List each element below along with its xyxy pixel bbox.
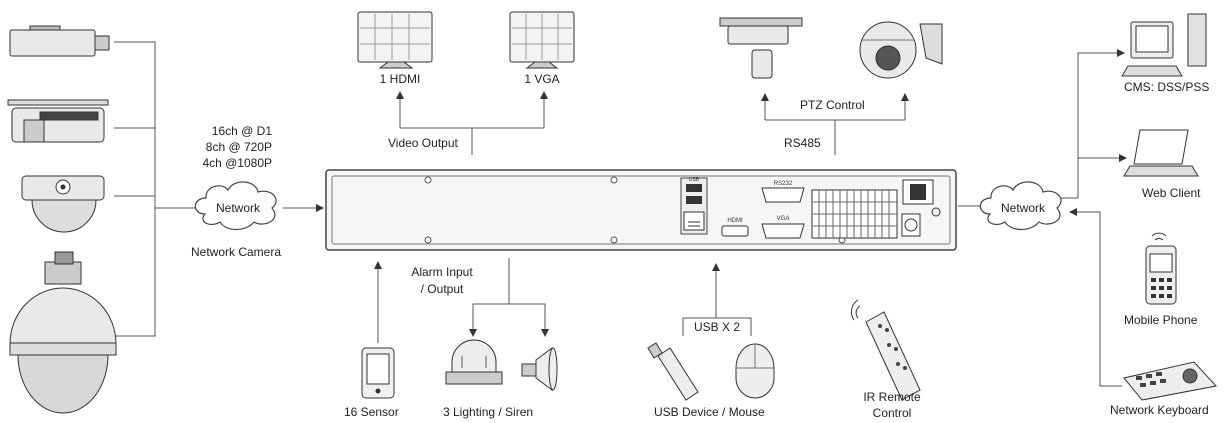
camera-spec-1080p: 4ch @1080P (202, 156, 272, 170)
rs485-label: RS485 (784, 136, 821, 150)
usb-device-mouse-label: USB Device / Mouse (654, 405, 765, 419)
network-keyboard-icon (1123, 361, 1217, 401)
sensor-icon (361, 347, 395, 399)
ir-remote-icon (850, 299, 921, 401)
cms-computer-icon (1121, 13, 1207, 77)
network-left-label: Network (215, 201, 260, 215)
usb-stick-icon (647, 342, 699, 401)
speed-dome-camera-icon (9, 251, 117, 414)
camera-spec-d1: 16ch @ D1 (211, 124, 272, 138)
mobile-phone-icon (1145, 232, 1177, 305)
ptz-box-camera-icon (719, 17, 803, 79)
bullet-camera-icon (7, 99, 109, 143)
usb-x2-label: USB X 2 (694, 320, 741, 334)
port-label-rs232: RS232 (774, 181, 793, 187)
port-label-vga: VGA (777, 216, 790, 222)
network-cloud-right (979, 181, 1062, 231)
lighting-icon (445, 339, 503, 385)
vga-monitor-label: 1 VGA (524, 72, 560, 86)
ir-remote-label-line2: Control (872, 406, 912, 420)
port-label-hdmi: HDMI (727, 218, 743, 224)
siren-icon (521, 347, 558, 391)
web-client-laptop-icon (1123, 129, 1199, 177)
network-right-label: Network (1000, 201, 1045, 215)
vga-monitor-icon (509, 11, 575, 69)
web-client-label: Web Client (1142, 186, 1201, 200)
network-camera-label: Network Camera (191, 245, 282, 259)
box-camera-icon (9, 25, 110, 57)
ptz-control-label: PTZ Control (800, 98, 865, 112)
hdmi-monitor-label: 1 HDMI (379, 72, 421, 86)
cms-label: CMS: DSS/PSS (1124, 80, 1210, 94)
mouse-icon (735, 343, 775, 399)
network-cloud-left (194, 181, 277, 231)
ptz-dome-camera-icon (859, 21, 943, 79)
mobile-phone-label: Mobile Phone (1124, 313, 1198, 327)
alarm-io-label-line1: Alarm Input (411, 265, 473, 279)
video-output-label: Video Output (388, 136, 458, 150)
nvr-device (325, 169, 957, 251)
sensor-label: 16 Sensor (344, 405, 399, 419)
camera-spec-720p: 8ch @ 720P (205, 140, 272, 154)
ir-remote-label-line1: IR Remote (863, 390, 921, 404)
hdmi-monitor-icon (357, 11, 433, 69)
dome-camera-icon (21, 175, 105, 233)
port-label-usb: USB (689, 177, 700, 183)
alarm-io-label-line2: / Output (420, 282, 464, 296)
network-keyboard-label: Network Keyboard (1110, 403, 1209, 417)
lighting-siren-label: 3 Lighting / Siren (443, 405, 534, 419)
